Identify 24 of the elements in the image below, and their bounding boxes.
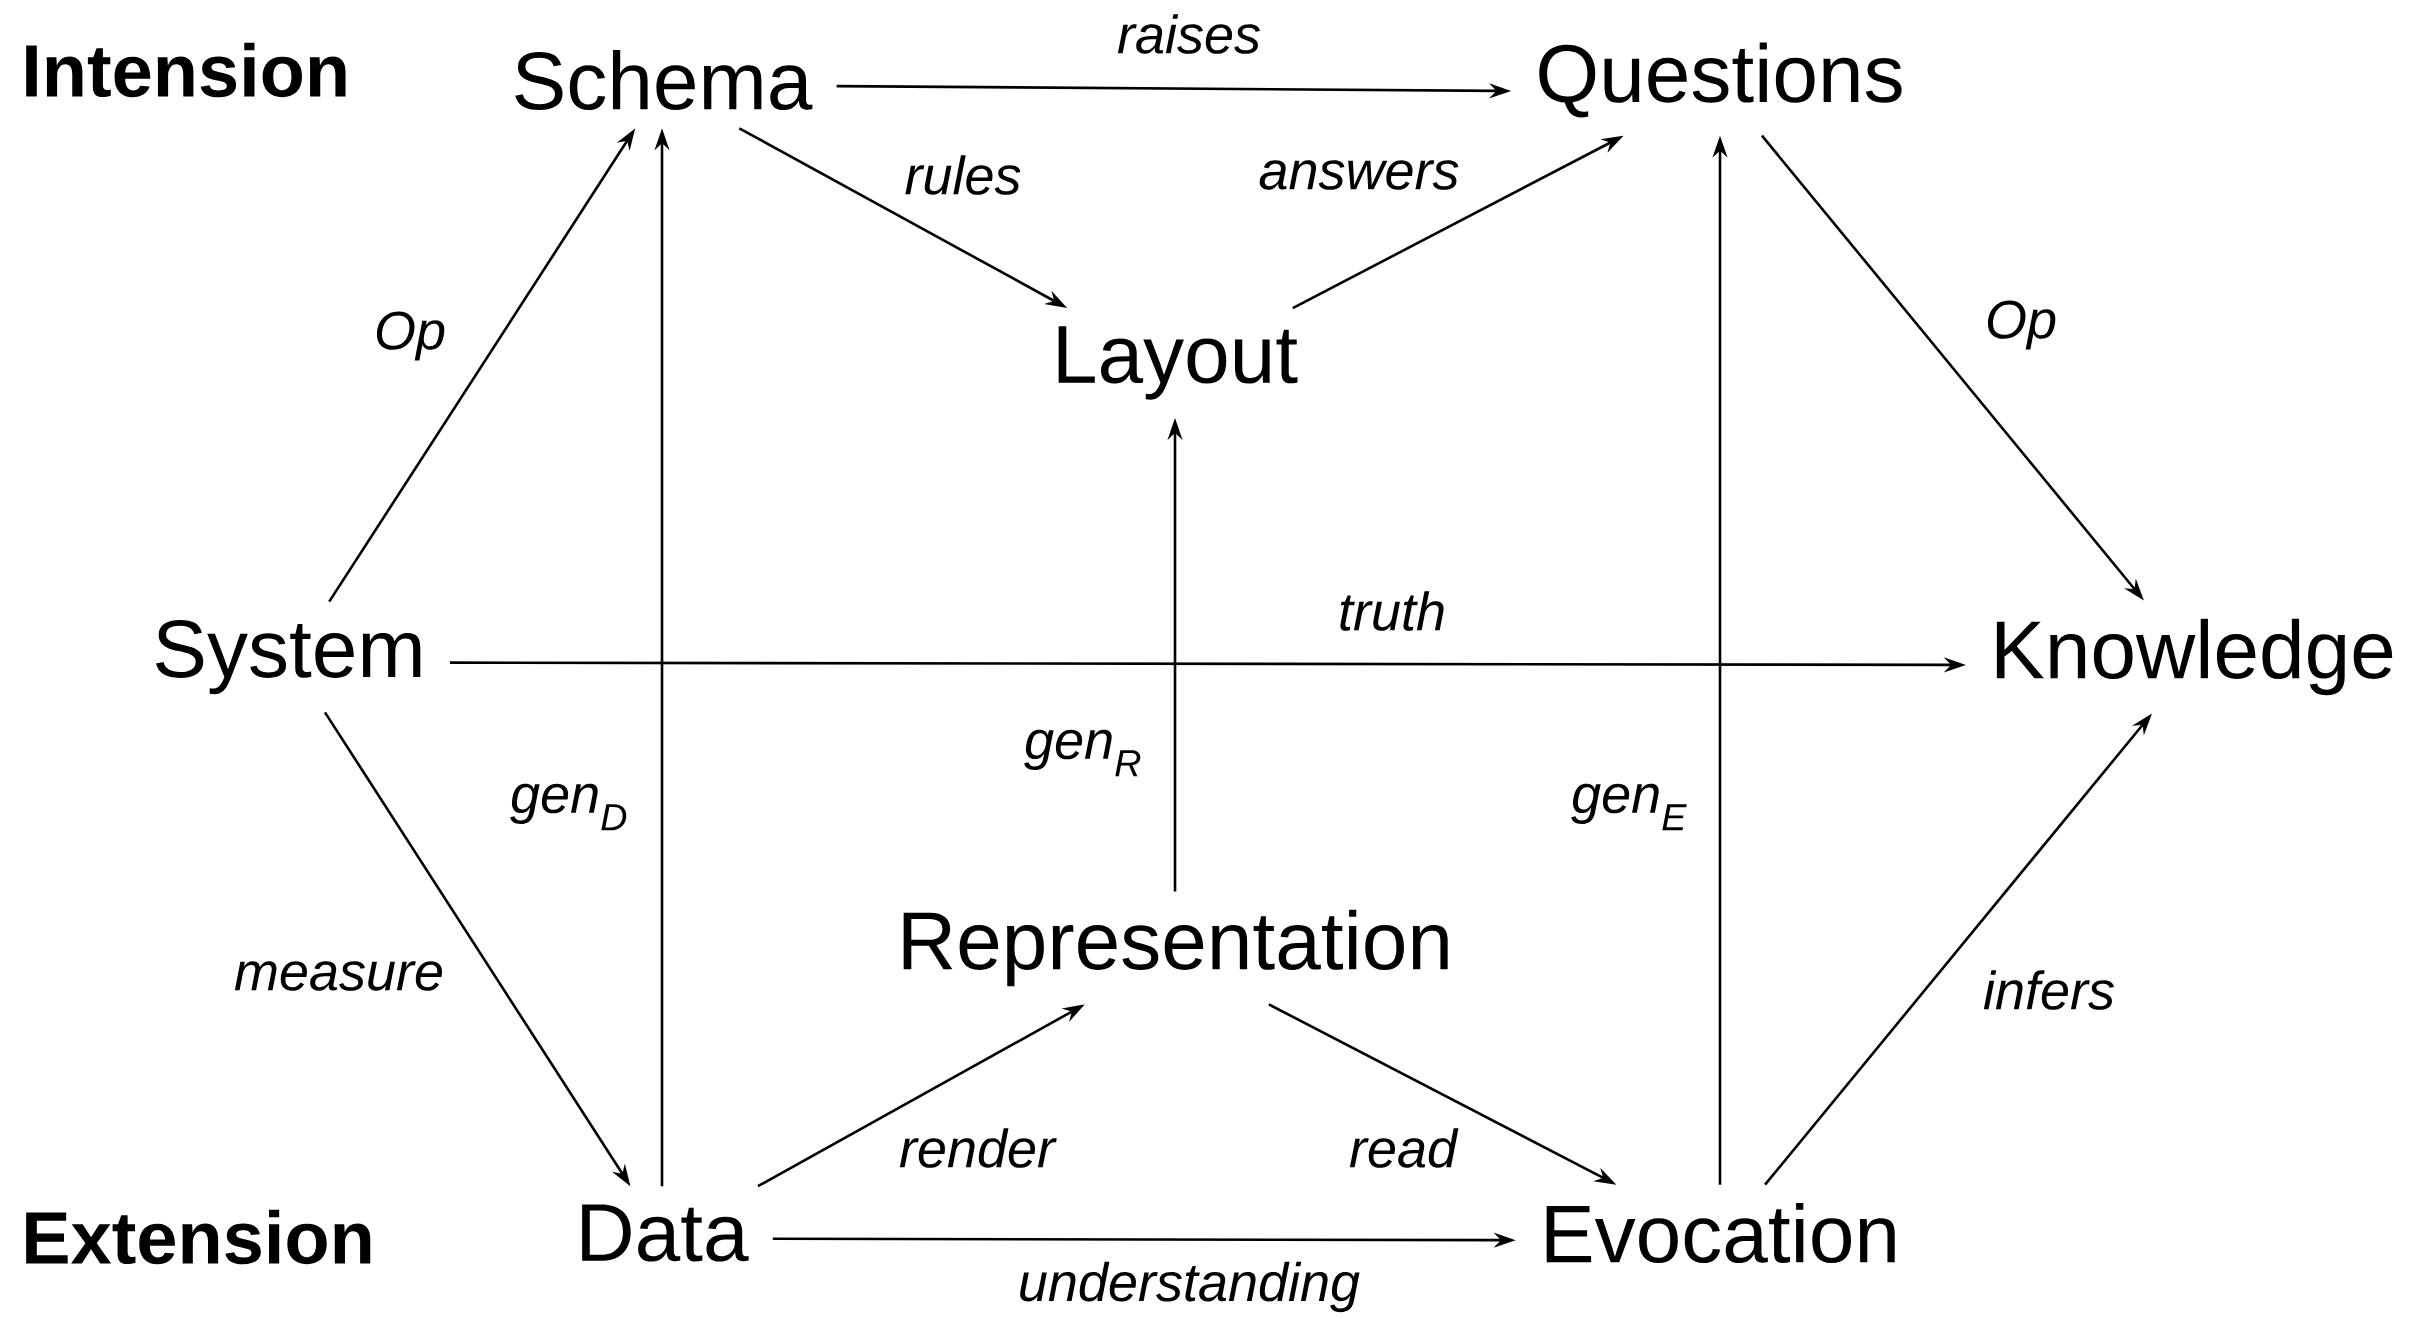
row-heading: Extension <box>26 1209 371 1265</box>
node-label: Evocation <box>1546 1202 1895 1264</box>
edge-label: gen$_{R}$ <box>1024 729 1141 777</box>
edge-label: understanding <box>1020 1261 1360 1313</box>
row-heading: Intension <box>26 42 346 98</box>
edge-label: truth <box>1340 591 1444 631</box>
edge-label: Op <box>1987 300 2056 350</box>
node-label: Layout <box>1058 326 1298 400</box>
edge-label: gen$_{D}$ <box>510 783 627 831</box>
edge-label: render <box>899 1128 1057 1168</box>
edge-label: rules <box>905 155 1021 195</box>
edge-label: measure <box>234 961 443 991</box>
edge-label: Op <box>376 311 445 361</box>
node-label: System <box>156 619 421 695</box>
edge-label: answers <box>1259 160 1459 190</box>
node-label: Questions <box>1539 42 1902 118</box>
edge-label: read <box>1349 1128 1459 1168</box>
edge-label: raises <box>1117 14 1260 54</box>
node-label: Data <box>582 1204 749 1262</box>
node-label: Schema <box>515 49 813 111</box>
edge-label: infers <box>1983 970 2114 1010</box>
node-label: Knowledge <box>1996 618 2393 696</box>
node-label: Representation <box>903 909 1448 987</box>
edge-label: gen$_{E}$ <box>1571 783 1687 831</box>
